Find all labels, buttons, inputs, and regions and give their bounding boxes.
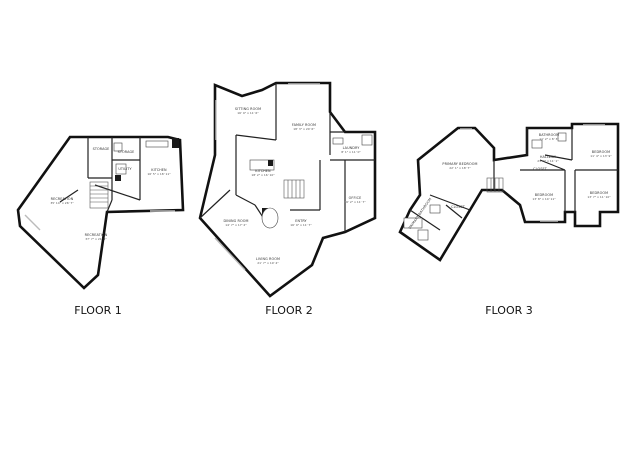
room-label: KITCHEN [151,168,167,172]
room-label: HALLWAY [540,155,557,159]
room-label: RECREATION [85,233,108,237]
room-dimensions: 18' 2" x 16' 10" [251,173,275,177]
floor-3-plan: BATHROOM 11' 2" x 8' 3" BEDROOM 11' 4" x… [398,122,620,317]
room-label: PRIMARY BEDROOM [442,162,477,166]
room-label: BEDROOM [592,150,610,154]
room-label: UTILITY [118,167,132,171]
room-dimensions: 16' 5" x 18' 11" [147,172,171,176]
floor-1-plan: STORAGE STORAGE UTILITY KITCHEN 16' 5" x… [16,135,185,317]
room-dimensions: 14' 7" x 17' 2" [225,223,247,227]
floor-title: FLOOR 3 [485,304,533,317]
room-label: LIVING ROOM [256,257,280,261]
room-dimensions: 18' 3" x 20' 6" [293,127,315,131]
room-label: DINING ROOM [223,219,248,223]
room-label: STORAGE [93,147,110,151]
room-dimensions: 37' 7" x 21' 4" [85,237,107,241]
room-label: OFFICE [349,196,362,200]
room-label: FAMILY ROOM [292,123,316,127]
room-dimensions: 21' 9" x 11' 1" [537,159,559,163]
room-dimensions: 21' 7" x 19' 4" [257,261,279,265]
room-label: ENTRY [295,219,307,223]
room-label: LAUNDRY [343,146,361,150]
room-label: BEDROOM [590,191,608,195]
room-label: BEDROOM [535,193,553,197]
room-dimensions: 13' 7" x 11' 10" [587,195,611,199]
room-dimensions: 11' 2" x 8' 3" [539,137,559,141]
floor-title: FLOOR 2 [265,304,313,317]
room-label: BATHROOM [539,133,559,137]
room-dimensions: 22' 1" x 18' 7" [449,166,471,170]
room-dimensions: 16' 9" x 11' 6" [237,111,259,115]
room-label: KITCHEN [255,169,271,173]
room-label: CLOSET [533,167,548,171]
room-label: RECREATION [51,197,74,201]
room-dimensions: 16' 9" x 11' 7" [290,223,312,227]
room-label: CLOSET [451,205,466,209]
room-dimensions: 8' 1" x 11' 0" [341,150,361,154]
room-dimensions: 35' 10" x 26' 7" [50,201,74,205]
room-dimensions: 11' 4" x 13' 9" [590,154,612,158]
floor-2-plan: SITTING ROOM 16' 9" x 11' 6" FAMILY ROOM… [198,81,377,317]
room-dimensions: 16' 2" x 11' 7" [344,200,366,204]
room-dimensions: 13' 8" x 10' 11" [532,197,556,201]
floor-title: FLOOR 1 [74,304,122,317]
room-label: SITTING ROOM [235,107,261,111]
room-label: STORAGE [118,150,135,154]
